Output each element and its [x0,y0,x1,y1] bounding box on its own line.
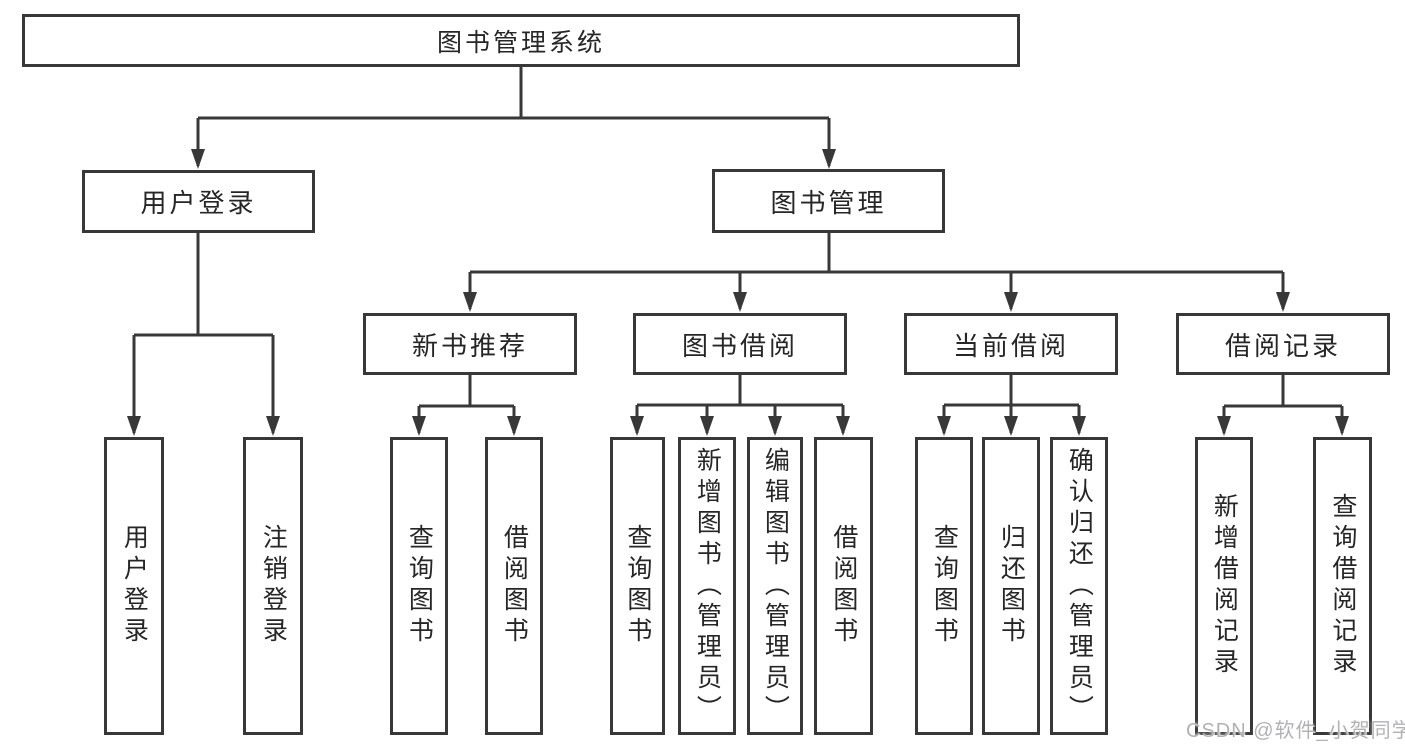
node-leaf-user-login: 用户登录 [104,437,164,735]
node-label: 借阅记录 [1224,330,1341,361]
node-leaf-query-borrow-record: 查询借阅记录 [1313,437,1372,735]
node-book-borrowing: 图书借阅 [633,313,847,375]
node-label: 借阅图书 [829,524,858,648]
node-label: 注销登录 [259,524,288,648]
node-label: 图书借阅 [681,330,798,361]
node-label: 查询图书 [930,524,959,648]
node-label: 用户登录 [140,188,257,218]
node-label: 当前借阅 [952,330,1069,361]
node-leaf-query-books-recommend: 查询图书 [390,437,448,735]
node-label: 查询借阅记录 [1328,493,1357,679]
watermark: CSDN @软件_小贺同学 [1186,720,1405,742]
node-leaf-borrow-books: 借阅图书 [814,437,873,735]
node-label: 查询图书 [623,524,652,648]
node-label: 图书管理 [770,187,887,218]
node-new-book-recommendation: 新书推荐 [363,313,577,375]
node-borrowing-records: 借阅记录 [1176,313,1390,375]
node-leaf-query-books-current: 查询图书 [915,437,973,735]
node-label: 编辑图书（管理员） [761,446,790,726]
node-label: 归还图书 [997,524,1026,648]
node-label: 借阅图书 [500,524,529,648]
node-label: 查询图书 [405,524,434,648]
node-book-management: 图书管理 [712,169,945,233]
node-leaf-confirm-return-admin: 确认归还（管理员） [1050,437,1108,735]
node-label: 确认归还（管理员） [1065,446,1094,726]
node-leaf-add-borrow-record: 新增借阅记录 [1195,437,1253,735]
node-label: 新书推荐 [411,330,528,361]
node-label: 新增借阅记录 [1210,493,1239,679]
node-label: 用户登录 [120,524,149,648]
node-leaf-borrow-books-recommend: 借阅图书 [485,437,543,735]
node-leaf-add-books-admin: 新增图书（管理员） [678,437,736,735]
node-leaf-query-books-borrowing: 查询图书 [610,437,665,735]
node-current-borrowing: 当前借阅 [904,313,1118,375]
node-user-login: 用户登录 [82,170,315,233]
node-label: 新增图书（管理员） [693,446,722,726]
node-leaf-logout: 注销登录 [243,437,303,735]
node-label: 图书管理系统 [436,28,605,57]
node-leaf-edit-books-admin: 编辑图书（管理员） [747,437,803,735]
node-library-system: 图书管理系统 [22,14,1020,67]
node-leaf-return-books: 归还图书 [982,437,1040,735]
